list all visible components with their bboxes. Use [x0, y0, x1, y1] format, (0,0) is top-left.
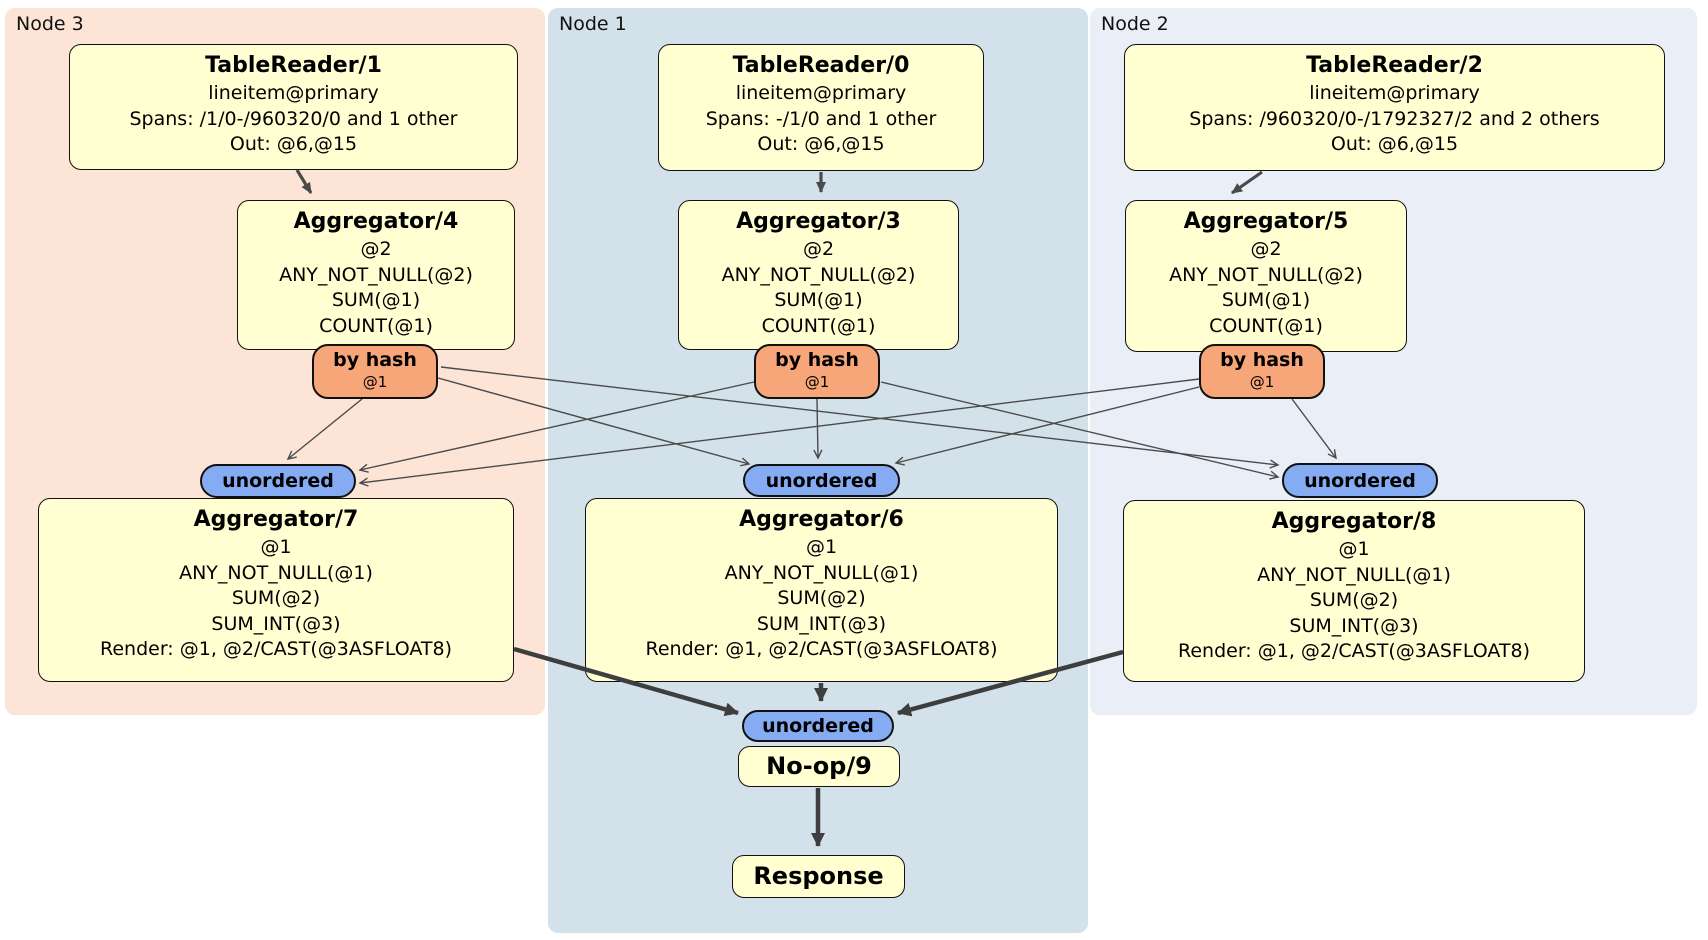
- node3-label: Node 3: [16, 13, 84, 35]
- aggregator-6-title: Aggregator/6: [739, 507, 904, 532]
- tablereader-0-box: TableReader/0 lineitem@primary Spans: -/…: [658, 44, 984, 171]
- aggregator-5-fn1: ANY_NOT_NULL(@2): [1169, 263, 1363, 286]
- tablereader-1-spans: Spans: /1/0-/960320/0 and 1 other: [129, 107, 458, 130]
- unordered-sync-6: unordered: [743, 464, 900, 497]
- aggregator-3-group: @2: [802, 238, 835, 260]
- noop-9-box: No-op/9: [738, 746, 900, 787]
- aggregator-7-fn3: SUM_INT(@3): [211, 612, 341, 635]
- response-title: Response: [753, 862, 884, 890]
- aggregator-6-box: Aggregator/6 @1 ANY_NOT_NULL(@1) SUM(@2)…: [585, 498, 1058, 682]
- aggregator-4-box: Aggregator/4 @2 ANY_NOT_NULL(@2) SUM(@1)…: [237, 200, 515, 350]
- aggregator-6-group: @1: [805, 536, 838, 558]
- aggregator-5-title: Aggregator/5: [1183, 209, 1349, 234]
- tablereader-1-out: Out: @6,@15: [229, 133, 358, 155]
- tablereader-1-title: TableReader/1: [205, 53, 382, 78]
- aggregator-8-fn1: ANY_NOT_NULL(@1): [1257, 563, 1451, 586]
- aggregator-8-fn2: SUM(@2): [1309, 589, 1399, 611]
- aggregator-5-box: Aggregator/5 @2 ANY_NOT_NULL(@2) SUM(@1)…: [1125, 200, 1407, 352]
- aggregator-3-box: Aggregator/3 @2 ANY_NOT_NULL(@2) SUM(@1)…: [678, 200, 959, 350]
- aggregator-3-title: Aggregator/3: [736, 209, 901, 234]
- aggregator-5-fn3: COUNT(@1): [1209, 314, 1323, 337]
- hash-router-4-label: by hash: [333, 349, 417, 371]
- aggregator-3-fn2: SUM(@1): [774, 289, 863, 311]
- response-box: Response: [732, 855, 905, 898]
- hash-router-3-key: @1: [804, 373, 830, 391]
- aggregator-4-group: @2: [360, 238, 392, 260]
- tablereader-1-box: TableReader/1 lineitem@primary Spans: /1…: [69, 44, 518, 170]
- aggregator-8-title: Aggregator/8: [1271, 509, 1437, 534]
- unordered-sync-8: unordered: [1282, 463, 1438, 498]
- aggregator-8-group: @1: [1338, 538, 1370, 560]
- tablereader-2-box: TableReader/2 lineitem@primary Spans: /9…: [1124, 44, 1665, 171]
- aggregator-8-fn3: SUM_INT(@3): [1289, 614, 1419, 637]
- aggregator-3-fn3: COUNT(@1): [761, 314, 876, 337]
- tablereader-0-spans: Spans: -/1/0 and 1 other: [705, 107, 937, 130]
- tablereader-0-out: Out: @6,@15: [757, 133, 885, 155]
- aggregator-4-title: Aggregator/4: [293, 209, 459, 234]
- tablereader-2-spans: Spans: /960320/0-/1792327/2 and 2 others: [1189, 107, 1600, 130]
- aggregator-6-fn3: SUM_INT(@3): [756, 612, 887, 635]
- tablereader-2-title: TableReader/2: [1306, 53, 1483, 78]
- hash-router-3-label: by hash: [775, 349, 859, 371]
- aggregator-8-box: Aggregator/8 @1 ANY_NOT_NULL(@1) SUM(@2)…: [1123, 500, 1585, 682]
- unordered-sync-7: unordered: [200, 464, 356, 498]
- hash-router-5-label: by hash: [1220, 349, 1304, 371]
- tablereader-1-index: lineitem@primary: [208, 82, 379, 104]
- aggregator-7-title: Aggregator/7: [193, 507, 359, 532]
- hash-router-3: by hash @1: [754, 344, 880, 399]
- aggregator-3-fn1: ANY_NOT_NULL(@2): [721, 263, 916, 286]
- hash-router-5-key: @1: [1249, 373, 1275, 391]
- aggregator-7-fn1: ANY_NOT_NULL(@1): [179, 561, 373, 584]
- hash-router-4: by hash @1: [312, 344, 438, 399]
- aggregator-7-render: Render: @1, @2/CAST(@3ASFLOAT8): [100, 638, 452, 660]
- tablereader-2-index: lineitem@primary: [1309, 82, 1480, 104]
- aggregator-6-fn2: SUM(@2): [777, 587, 866, 609]
- aggregator-5-fn2: SUM(@1): [1221, 289, 1311, 311]
- aggregator-4-fn3: COUNT(@1): [319, 314, 433, 337]
- aggregator-7-group: @1: [260, 536, 292, 558]
- aggregator-7-fn2: SUM(@2): [231, 587, 321, 609]
- tablereader-0-title: TableReader/0: [732, 53, 910, 78]
- node1-label: Node 1: [559, 13, 627, 35]
- node2-label: Node 2: [1101, 13, 1169, 35]
- tablereader-0-index: lineitem@primary: [735, 82, 907, 104]
- aggregator-4-fn2: SUM(@1): [331, 289, 421, 311]
- aggregator-8-render: Render: @1, @2/CAST(@3ASFLOAT8): [1178, 640, 1530, 662]
- unordered-sync-final: unordered: [742, 710, 894, 742]
- hash-router-4-key: @1: [362, 373, 388, 391]
- aggregator-7-box: Aggregator/7 @1 ANY_NOT_NULL(@1) SUM(@2)…: [38, 498, 514, 682]
- tablereader-2-out: Out: @6,@15: [1330, 133, 1459, 155]
- noop-9-title: No-op/9: [766, 752, 872, 780]
- aggregator-6-render: Render: @1, @2/CAST(@3ASFLOAT8): [645, 638, 998, 660]
- hash-router-5: by hash @1: [1199, 344, 1325, 399]
- aggregator-5-group: @2: [1250, 238, 1282, 260]
- aggregator-6-fn1: ANY_NOT_NULL(@1): [724, 561, 919, 584]
- aggregator-4-fn1: ANY_NOT_NULL(@2): [279, 263, 473, 286]
